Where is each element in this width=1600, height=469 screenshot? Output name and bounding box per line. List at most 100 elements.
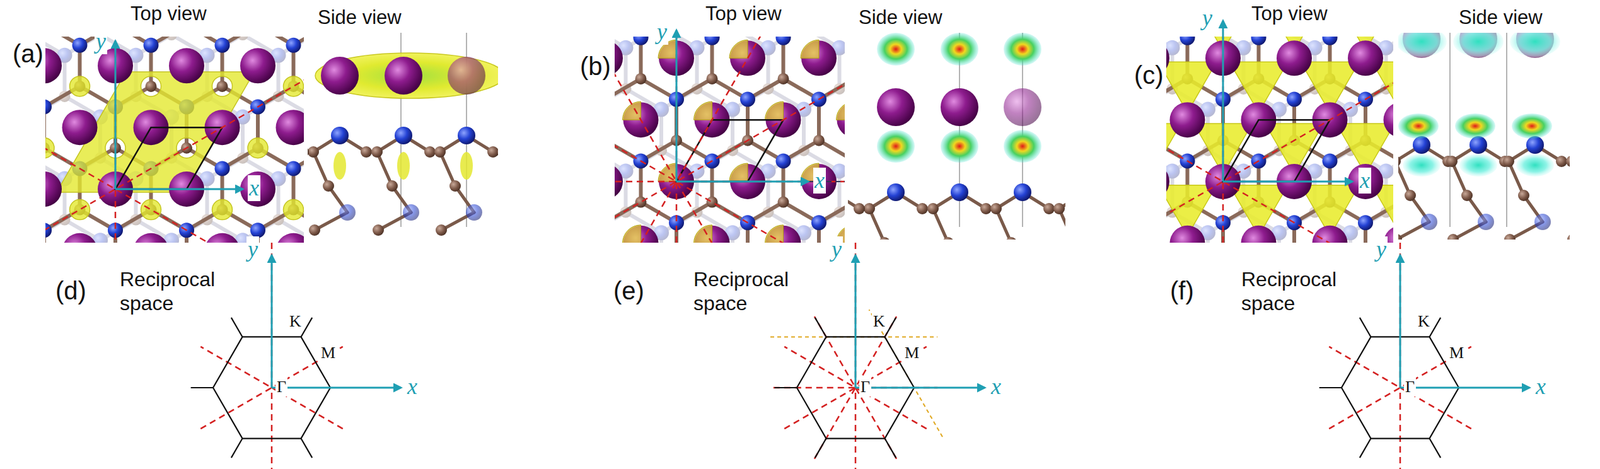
carbon-atom xyxy=(706,196,719,209)
metal-atom xyxy=(1347,163,1384,200)
axis-label: x xyxy=(1534,373,1548,400)
axes xyxy=(1223,20,1353,182)
metal-atom xyxy=(204,233,241,243)
nitrogen-atom xyxy=(72,37,88,53)
view-title: Side view xyxy=(857,6,944,29)
nitrogen-atom xyxy=(45,222,52,238)
axis-arrow xyxy=(1223,180,1353,183)
carbon-atom xyxy=(1565,155,1570,168)
metal-atom xyxy=(765,225,802,243)
axis-arrow xyxy=(675,30,678,182)
carbon-atom xyxy=(308,224,321,236)
mirror-line xyxy=(1222,36,1225,243)
metal-atom xyxy=(1003,88,1042,127)
charge-density xyxy=(1003,129,1042,163)
nitrogen-atom xyxy=(740,92,756,108)
space-label: Reciprocal space xyxy=(1240,267,1357,316)
axis-label: y xyxy=(655,18,669,45)
view-title: Top view xyxy=(129,2,209,26)
charge-isosurface xyxy=(460,151,473,180)
carbon-atom xyxy=(216,80,229,93)
carbon-atom xyxy=(371,146,383,158)
nitrogen-atom xyxy=(250,222,266,238)
charge-density xyxy=(940,32,979,66)
axis-arrow xyxy=(1400,387,1530,389)
panel-label: (b) xyxy=(578,51,613,81)
carbon-atom xyxy=(635,196,647,209)
carbon-atom xyxy=(1447,233,1459,240)
axis-label: x xyxy=(989,373,1003,400)
charge-density xyxy=(1455,113,1496,139)
mirror-line xyxy=(614,36,809,243)
zone-boundary xyxy=(301,317,313,338)
carbon-atom xyxy=(863,202,876,215)
nitrogen-atom xyxy=(1526,136,1544,154)
panel-label: (f) xyxy=(1168,276,1196,306)
carbon-atom xyxy=(777,196,790,209)
nitrogen-atom xyxy=(214,160,231,176)
zone-boundary xyxy=(231,317,243,338)
lower-layer xyxy=(614,36,845,243)
axis-arrow xyxy=(1222,20,1225,182)
charge-density xyxy=(1402,153,1441,177)
axis-arrow xyxy=(855,387,985,389)
metal-atom xyxy=(240,47,276,84)
metal-atom xyxy=(1170,225,1206,243)
charge-density xyxy=(1511,113,1553,139)
charge-isosurface xyxy=(765,225,784,243)
k-point-label: M xyxy=(319,343,337,363)
metal-atom xyxy=(837,102,846,138)
nitrogen-atom xyxy=(1322,36,1338,46)
axis-arrow xyxy=(854,255,857,388)
axes xyxy=(115,40,243,190)
charge-density xyxy=(1516,153,1554,177)
metal-atom xyxy=(1241,225,1277,243)
cell-boundary xyxy=(1506,32,1508,227)
zone-boundary xyxy=(774,387,797,389)
panel-label: (d) xyxy=(54,276,88,306)
nitrogen-atom xyxy=(1251,36,1267,46)
nitrogen-atom xyxy=(286,160,302,176)
view-title: Side view xyxy=(1457,6,1544,29)
nitrogen-atom xyxy=(45,99,52,115)
carbon-atom xyxy=(307,146,319,158)
k-point-label: Γ xyxy=(1403,377,1416,397)
metal-atom xyxy=(240,171,276,207)
nitrogen-atom xyxy=(1013,183,1032,202)
metal-atom xyxy=(384,56,423,95)
nitrogen-atom xyxy=(811,214,827,231)
carbon-atom xyxy=(1446,155,1458,168)
panel-label: (a) xyxy=(11,39,45,69)
carbon-atom xyxy=(942,237,954,240)
metal-atom xyxy=(614,40,623,76)
nitrogen-atom xyxy=(950,183,969,202)
axis-label: y xyxy=(830,236,843,263)
mirror-line xyxy=(45,56,304,243)
carbon-atom xyxy=(1555,155,1568,168)
metal-atom xyxy=(694,225,731,243)
charge-isosurface xyxy=(1166,36,1181,52)
carbon-atom xyxy=(449,180,461,192)
carbon-atom xyxy=(435,224,447,236)
axis-label: x xyxy=(813,167,826,194)
bond xyxy=(818,36,845,38)
carbon-atom xyxy=(1461,189,1473,202)
mirror-line xyxy=(614,36,809,243)
nitrogen-atom xyxy=(1286,92,1302,108)
carbon-atom xyxy=(980,202,992,215)
metal-atom xyxy=(1383,102,1394,138)
nitrogen-atom xyxy=(92,232,108,243)
zone-boundary xyxy=(231,438,243,459)
metal-atom xyxy=(320,56,359,95)
zone-boundary xyxy=(301,438,313,459)
mirror-line xyxy=(1166,49,1394,243)
zone-boundary xyxy=(815,317,827,338)
nitrogen-atom xyxy=(143,37,159,53)
charge-density xyxy=(940,129,979,163)
nitrogen-atom xyxy=(286,37,302,53)
nitrogen-atom xyxy=(1477,213,1495,231)
charge-isosurface xyxy=(729,39,748,58)
k-point-label: M xyxy=(903,343,921,363)
panel-label: (c) xyxy=(1132,60,1166,90)
nitrogen-atom xyxy=(214,37,231,53)
